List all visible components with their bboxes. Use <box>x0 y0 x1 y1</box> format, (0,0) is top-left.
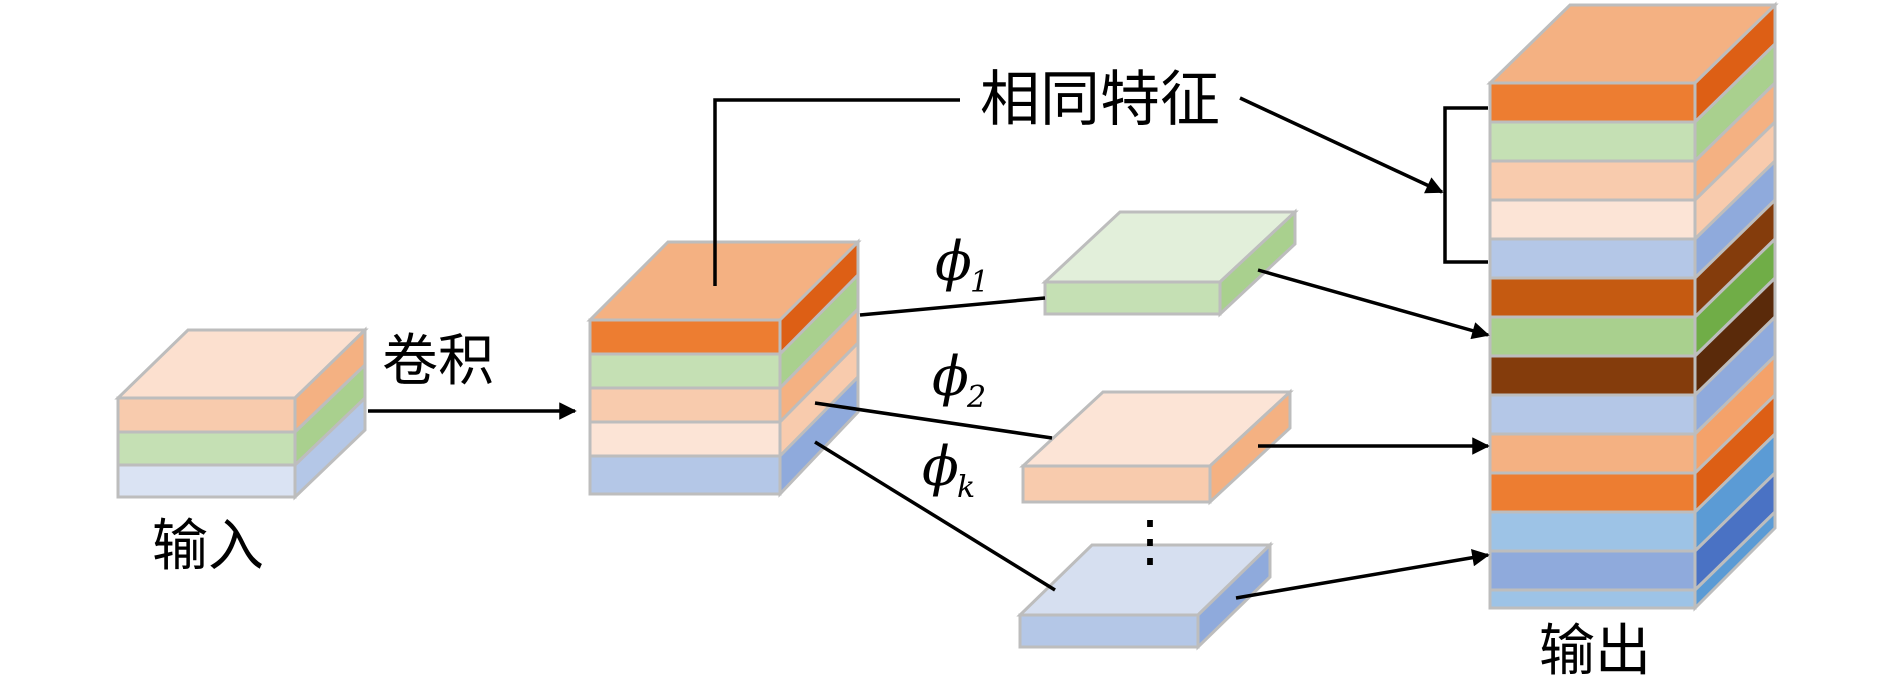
output-layer-2 <box>1488 120 1697 163</box>
phi-1-to-output-arrow <box>1257 268 1490 340</box>
output-layer-5 <box>1488 237 1697 280</box>
input-layer-2 <box>116 430 297 467</box>
middle-layer-1 <box>588 318 782 356</box>
middle-layer-3 <box>588 386 782 424</box>
output-layer-3 <box>1488 159 1697 202</box>
middle-layer-4 <box>588 420 782 458</box>
output-layer-7 <box>1488 315 1697 358</box>
output-layer-1 <box>1488 81 1697 124</box>
output-layer-6 <box>1488 276 1697 319</box>
input-layer-1 <box>116 396 297 434</box>
phi-1-map-front <box>1043 280 1222 316</box>
phi-2-label: ϕ 2 <box>932 345 986 415</box>
phi-1-symbol: ϕ <box>935 230 972 293</box>
identity-line <box>713 98 960 286</box>
output-layer-13 <box>1488 549 1697 592</box>
output-layer-14 <box>1488 588 1697 610</box>
phi-1-label: ϕ 1 <box>935 230 989 300</box>
phi-k-to-output-arrow <box>1235 549 1490 600</box>
output-side-faces <box>1693 1 1777 612</box>
output-layer-8 <box>1488 354 1697 397</box>
phi-k-map-front <box>1018 613 1200 649</box>
output-layer-10 <box>1488 432 1697 475</box>
same-features-label: 相同特征 <box>980 65 1220 135</box>
phi-k-label: ϕ k <box>922 435 975 505</box>
phi-1-connector <box>859 296 1046 317</box>
same-features-bracket <box>1443 106 1488 264</box>
output-layer-12 <box>1488 510 1697 553</box>
input-layer-3 <box>116 463 297 499</box>
input-label: 输入 <box>152 514 264 579</box>
same-features-arrow <box>1239 96 1444 194</box>
phi-1-feature-map <box>1041 208 1299 318</box>
phi-k-feature-map <box>1016 541 1274 651</box>
conv-label: 卷积 <box>382 329 494 394</box>
middle-layer-2 <box>588 352 782 390</box>
input-block <box>114 326 369 501</box>
phi-2-subscript: 2 <box>966 380 986 415</box>
phi-1-subscript: 1 <box>970 265 989 300</box>
output-block <box>1486 1 1779 612</box>
phi-2-feature-map <box>1019 388 1294 506</box>
output-layer-11 <box>1488 471 1697 514</box>
ellipsis: ⋮ <box>1122 509 1178 574</box>
phi-2-symbol: ϕ <box>932 345 969 408</box>
output-label: 输出 <box>1539 619 1651 681</box>
output-layer-9 <box>1488 393 1697 436</box>
phi-2-map-front <box>1021 464 1212 504</box>
middle-layer-5 <box>588 454 782 496</box>
phi-k-symbol: ϕ <box>922 435 959 498</box>
intrinsic-feature-block <box>586 238 862 498</box>
phi-2-connector <box>814 401 1053 440</box>
output-front-layers <box>1488 81 1697 610</box>
phi-k-connector <box>814 440 1056 592</box>
output-layer-4 <box>1488 198 1697 241</box>
phi-k-subscript: k <box>957 470 975 505</box>
